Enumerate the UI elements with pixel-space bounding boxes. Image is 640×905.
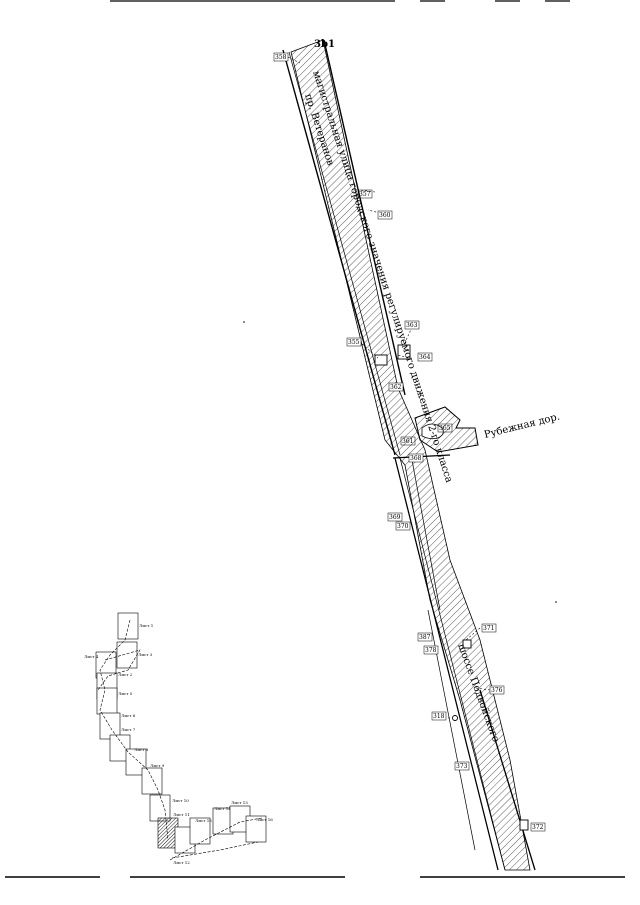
sheet-index-map: Лист 1 Лист 4 Лист 3 Лист 2 Лист 5 Лист … [84, 612, 273, 865]
svg-text:361: 361 [402, 438, 413, 445]
svg-text:318: 318 [433, 713, 445, 720]
svg-text:Лист 4: Лист 4 [84, 654, 99, 659]
point-label: 361 [400, 436, 416, 446]
svg-text:369: 369 [389, 514, 401, 521]
svg-text:355: 355 [348, 339, 360, 346]
svg-text:Лист 2: Лист 2 [118, 672, 133, 677]
point-label: 376 [489, 685, 505, 695]
point-label: 364 [417, 352, 433, 362]
svg-text:387: 387 [419, 634, 431, 641]
svg-text:372: 372 [532, 824, 544, 831]
point-label: 371 [481, 623, 497, 633]
svg-text:363: 363 [406, 322, 418, 329]
point-label: 378 [423, 645, 439, 655]
point-label: 358 [273, 52, 289, 62]
side-road-label: Рубежная дор. [483, 411, 561, 440]
index-route [97, 619, 263, 861]
point-label: 365 [437, 423, 453, 433]
point-label: 368 [408, 453, 424, 463]
svg-text:Лист 13: Лист 13 [231, 800, 248, 805]
side-road-branch [414, 406, 479, 453]
svg-text:357: 357 [359, 191, 371, 198]
point-label: 369 [387, 512, 403, 522]
svg-text:Лист 1: Лист 1 [139, 623, 153, 628]
svg-text:Лист 16: Лист 16 [256, 817, 273, 822]
svg-text:365: 365 [439, 425, 451, 432]
point-label: 362 [388, 382, 404, 392]
svg-text:371: 371 [483, 625, 494, 632]
stray-dot [555, 601, 557, 603]
svg-text:Лист 9: Лист 9 [150, 763, 165, 768]
current-sheet-label: Лист 11 [173, 812, 190, 817]
point-label: 387 [417, 632, 433, 642]
sheet-frame: Лист 1 [117, 612, 153, 640]
sheet-frame: Лист 7 [109, 727, 136, 762]
sheet-frame: Лист 8 [125, 747, 149, 776]
sheet-frame: Лист 15 [189, 817, 212, 845]
svg-text:Лист 10: Лист 10 [172, 798, 189, 803]
svg-text:Лист 8: Лист 8 [134, 747, 149, 752]
svg-text:378: 378 [425, 647, 437, 654]
svg-text:362: 362 [390, 384, 402, 391]
point-label: 372 [530, 822, 546, 832]
svg-text:364: 364 [419, 354, 431, 361]
road-markers [374, 344, 529, 831]
point-label: 355 [346, 337, 362, 347]
corner-label: 3b1 [314, 39, 335, 50]
svg-text:Лист 14: Лист 14 [214, 806, 231, 811]
point-label: 363 [404, 320, 420, 330]
svg-text:Лист 6: Лист 6 [121, 713, 136, 718]
stray-dot [243, 321, 245, 323]
point-labels: 358 357 360 355 363 364 362 365 361 368 … [273, 52, 546, 832]
svg-text:373: 373 [456, 763, 468, 770]
svg-text:Лист 7: Лист 7 [121, 727, 136, 732]
point-label: 318 [431, 711, 447, 721]
svg-text:358: 358 [275, 54, 287, 61]
sheet-frame: Лист 10 [149, 794, 189, 822]
svg-text:370: 370 [397, 523, 409, 530]
svg-text:Лист 5: Лист 5 [118, 691, 133, 696]
svg-text:Лист 3: Лист 3 [138, 652, 153, 657]
sheet-frame: Лист 16 [245, 815, 273, 843]
svg-text:376: 376 [491, 687, 503, 694]
svg-text:Лист 12: Лист 12 [173, 860, 190, 865]
point-label: 370 [395, 521, 411, 531]
svg-text:Лист 15: Лист 15 [195, 818, 212, 823]
point-label: 373 [454, 761, 470, 771]
point-label: 357 [357, 189, 373, 199]
point-label: 360 [377, 210, 393, 220]
svg-text:360: 360 [379, 212, 391, 219]
svg-text:368: 368 [410, 455, 422, 462]
road-edges [282, 39, 536, 871]
